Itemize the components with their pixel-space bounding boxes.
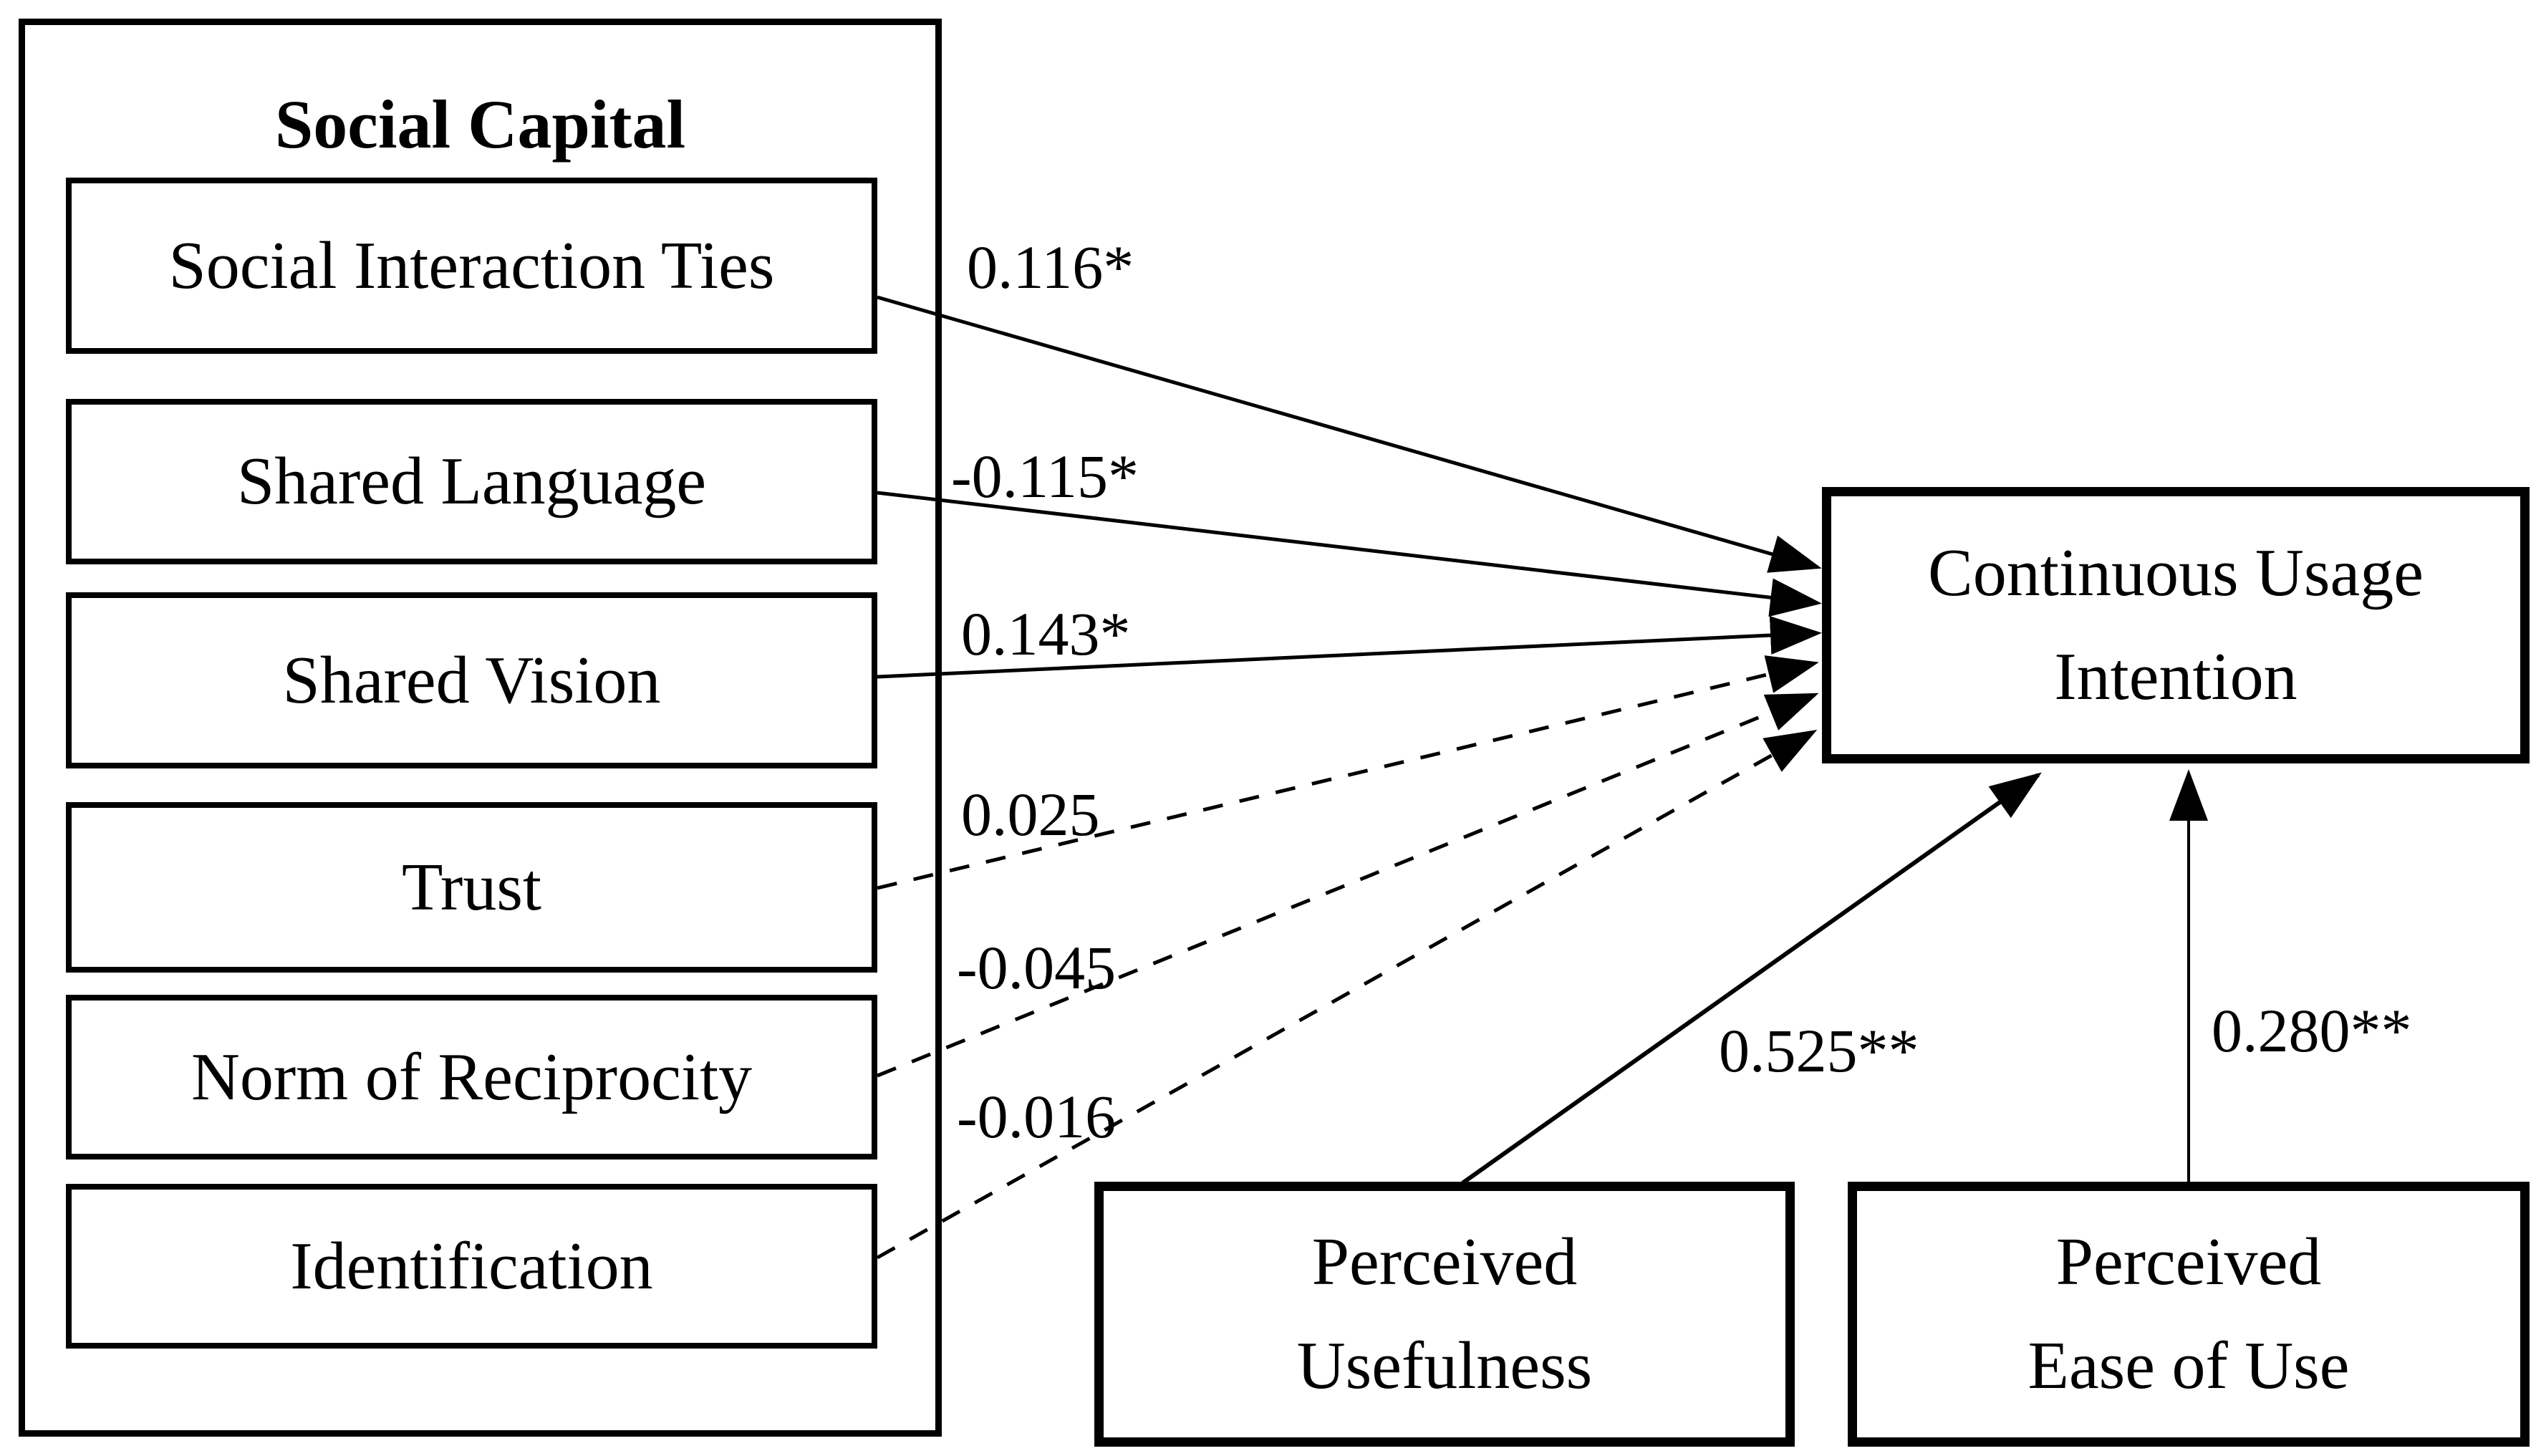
coefficient-label-shared-language: -0.115* bbox=[951, 442, 1139, 511]
social-capital-group-box bbox=[19, 19, 942, 1437]
coefficient-label-shared-vision: 0.143* bbox=[961, 599, 1131, 668]
coefficient-label-norm-of-reciprocity: -0.045 bbox=[957, 933, 1117, 1002]
construct-label: Identification bbox=[290, 1228, 653, 1303]
construct-label: Social Interaction Ties bbox=[168, 228, 775, 303]
predictor-label-line1: Perceived bbox=[2055, 1225, 2322, 1300]
construct-box-shared-vision: Shared Vision bbox=[66, 592, 877, 768]
predictor-label-line2: Usefulness bbox=[1296, 1329, 1593, 1403]
outcome-label-line1: Continuous Usage bbox=[1928, 536, 2424, 611]
path-line-social-interaction-ties bbox=[877, 295, 1822, 573]
construct-box-trust: Trust bbox=[66, 802, 877, 973]
predictor-label-line2: Ease of Use bbox=[2028, 1329, 2350, 1403]
path-line-norm-of-reciprocity bbox=[877, 693, 1819, 1078]
coefficient-label-trust: 0.025 bbox=[961, 780, 1100, 849]
path-line-perceived-usefulness bbox=[1461, 772, 2042, 1185]
coefficient-label-perceived-ease-of-use: 0.280** bbox=[2212, 996, 2412, 1065]
outcome-label-line2: Intention bbox=[2054, 640, 2297, 714]
predictor-label-line1: Perceived bbox=[1311, 1225, 1578, 1300]
coefficient-label-perceived-usefulness: 0.525** bbox=[1719, 1016, 1919, 1085]
construct-box-norm-of-reciprocity: Norm of Reciprocity bbox=[66, 995, 877, 1160]
predictor-box-perceived-usefulness: Perceived Usefulness bbox=[1094, 1182, 1795, 1447]
coefficient-label-social-interaction-ties: 0.116* bbox=[967, 233, 1134, 302]
construct-box-shared-language: Shared Language bbox=[66, 399, 877, 564]
outcome-box-continuous-usage-intention: Continuous Usage Intention bbox=[1822, 487, 2530, 763]
construct-label: Trust bbox=[401, 849, 542, 925]
construct-box-identification: Identification bbox=[66, 1184, 877, 1349]
construct-label: Norm of Reciprocity bbox=[191, 1039, 753, 1114]
construct-label: Shared Language bbox=[236, 444, 707, 519]
path-line-trust bbox=[877, 655, 1819, 890]
construct-box-social-interaction-ties: Social Interaction Ties bbox=[66, 178, 877, 354]
social-capital-title: Social Capital bbox=[274, 86, 686, 163]
predictor-box-perceived-ease-of-use: Perceived Ease of Use bbox=[1848, 1182, 2530, 1447]
coefficient-label-identification: -0.016 bbox=[957, 1082, 1117, 1151]
construct-label: Shared Vision bbox=[282, 642, 661, 718]
